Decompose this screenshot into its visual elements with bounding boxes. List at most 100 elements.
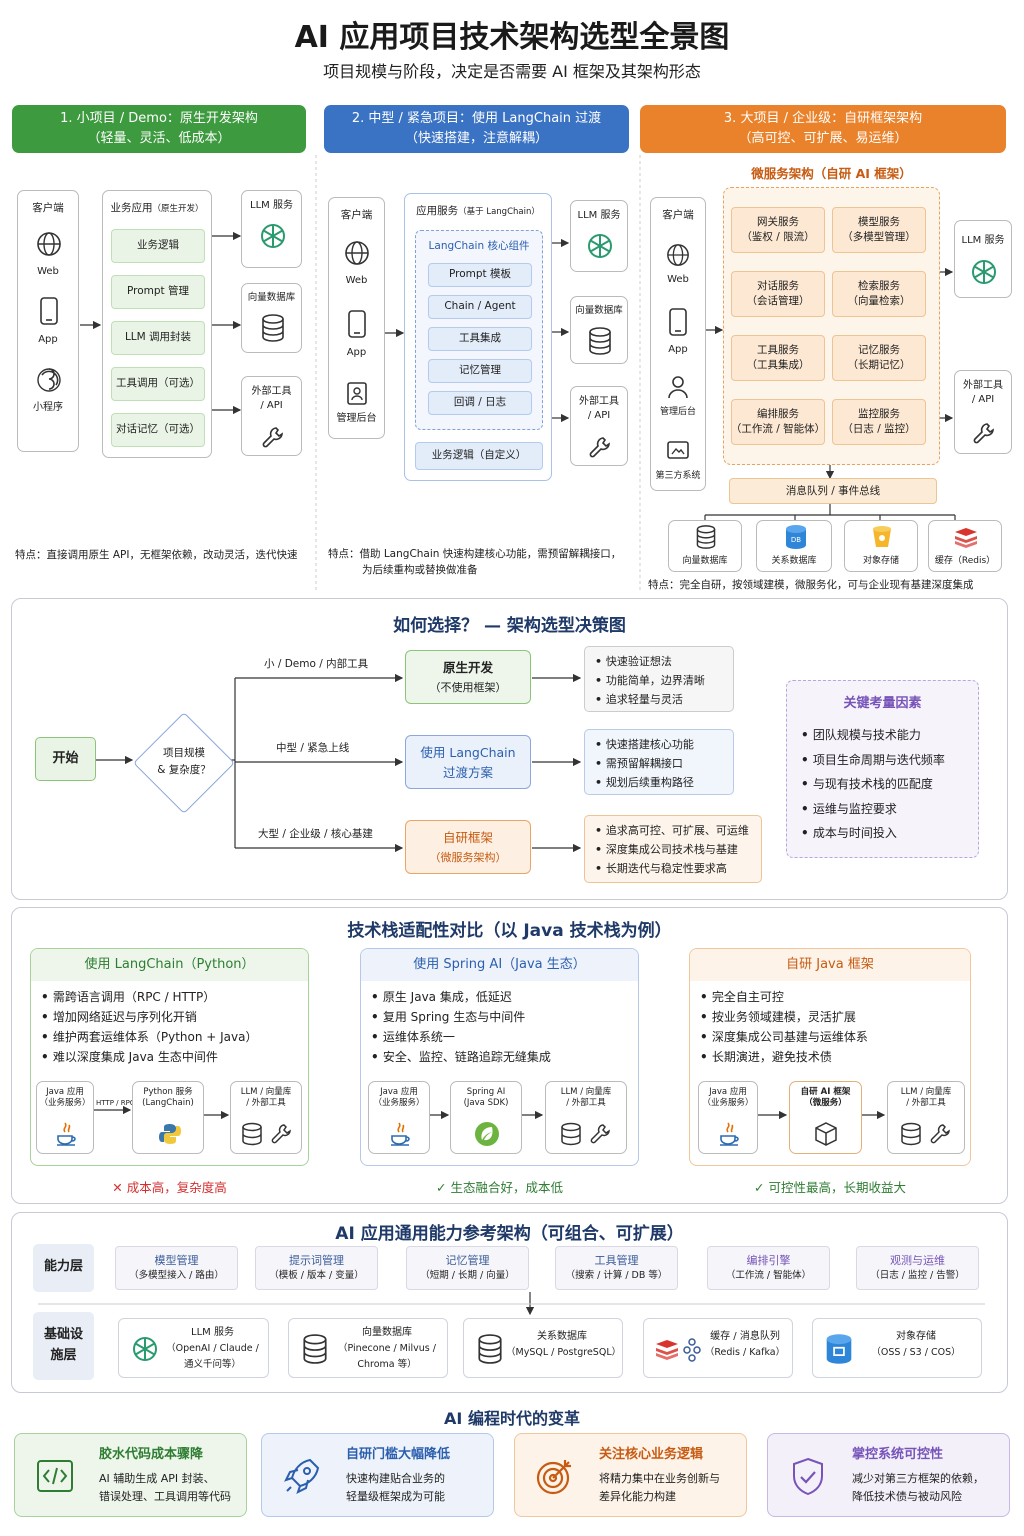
infra-layer: 基础设施层 [33,1312,94,1380]
infra-sub: （OSS / S3 / COS） [871,1347,961,1358]
app-label: App [668,344,688,355]
web-label: Web [345,275,368,286]
cube-icon [811,1119,841,1149]
web-label: Web [667,274,689,285]
node-llm-tools: LLM / 向量库/ 外部工具 [545,1081,627,1154]
database-icon [585,325,615,357]
point: 快速搭建核心功能 [595,735,694,754]
phone-icon [342,308,372,340]
col2-ext-box: 外部工具/ API [570,386,628,466]
vdb-label: 向量数据库 [247,292,296,303]
micro-service: 监控服务（日志 / 监控） [832,399,926,445]
shield-check-icon [786,1454,830,1498]
col2-vdb-box: 向量数据库 [570,296,628,364]
store-label: 关系数据库 [771,556,817,566]
infra-item: 对象存储 （OSS / S3 / COS） [812,1318,982,1378]
stack-card-title: 使用 Spring AI（Java 生态） [361,949,638,981]
decision-title: 如何选择？ — 架构选型决策图 [393,616,626,636]
point: 维护两套运维体系（Python + Java） [41,1027,258,1047]
point: 规划后续重构路径 [595,773,694,792]
redis-kafka-icon [652,1332,704,1366]
page-subtitle: 项目规模与阶段，决定是否需要 AI 框架及其架构形态 [323,62,701,81]
database-icon [691,524,721,550]
third-party-icon [663,436,693,464]
infra-sub: （Redis / Kafka） [704,1347,786,1358]
factor: 成本与时间投入 [801,821,945,846]
object-storage-icon [821,1332,857,1366]
verdict-selfbuilt: ✓ 可控性最高，长期收益大 [754,1180,906,1195]
ext-label: 外部工具/ API [963,380,1003,405]
start-node: 开始 [35,737,96,781]
point: 运维体系统一 [371,1027,551,1047]
col3-header: 3. 大项目 / 企业级：自研框架架构（高可控、可扩展、易运维） [640,105,1006,153]
infra-sub: （OpenAI / Claude / [166,1343,259,1354]
era-card-desc: AI 辅助生成 API 封装、错误处理、工具调用等代码 [99,1472,231,1503]
decision-question: 项目规模& 复杂度？ [157,747,211,776]
mq-bar: 消息队列 / 事件总线 [729,478,937,504]
globe-icon [663,240,693,270]
web-label: Web [37,266,59,277]
col3-note: 特点：完全自研，按领域建模，微服务化，可与企业现有基建深度集成 [648,579,974,591]
branch-small: 小 / Demo / 内部工具 [264,658,369,670]
verdict-langchain: ✕ 成本高，复杂度高 [112,1180,227,1195]
globe-icon [342,238,372,268]
app-label: App [346,347,367,358]
col2-note: 特点：借助 LangChain 快速构建核心功能，需预留解耦接口，为后续重构或替… [328,548,622,576]
col2-item: Prompt 模板 [428,263,532,287]
target-icon [533,1454,577,1498]
col1-vdb-box: 向量数据库 [241,283,302,353]
point: 长期迭代与稳定性要求高 [595,859,749,878]
core-label: LangChain 核心组件 [428,240,530,252]
infra-title: 关系数据库 [537,1331,587,1342]
col1-llm-box: LLM 服务 [241,190,302,268]
point: 深度集成公司基建与运维体系 [700,1027,868,1047]
client-label: 客户端 [32,202,64,214]
node-llm-tools: LLM / 向量库/ 外部工具 [230,1081,302,1154]
admin-label: 管理后台 [336,413,377,424]
col2-item: 记忆管理 [428,359,532,383]
point: 需跨语言调用（RPC / HTTP） [41,987,258,1007]
col1-item: Prompt 管理 [111,275,205,309]
col1-biz-box: 业务应用（原生开发） 业务逻辑 Prompt 管理 LLM 调用封装 工具调用（… [102,190,212,458]
capability-item: 提示词管理（模板 / 版本 / 变量） [255,1246,378,1290]
micro-title: 微服务架构（自研 AI 框架） [751,166,912,181]
db-cylinder-icon: DB [781,524,811,550]
point: 增加网络延迟与序列化开销 [41,1007,258,1027]
infra-title: 对象存储 [896,1331,936,1342]
database-icon [297,1332,333,1366]
infra-title: 缓存 / 消息队列 [710,1331,780,1342]
stack-selfbuilt: 自研 Java 框架 完全自主可控按业务领域建模，灵活扩展深度集成公司基建与运维… [689,948,971,1166]
client-label: 客户端 [340,209,373,221]
stack-card-title: 使用 LangChain（Python） [31,949,308,981]
miniprogram-icon [34,365,64,395]
miniprogram-label: 小程序 [33,402,63,413]
svc-title: 应用服务（基于 LangChain） [416,205,540,217]
col2-svc-box: 应用服务（基于 LangChain） LangChain 核心组件 Prompt… [404,193,552,481]
col2-client-box: 客户端 Web App 管理后台 [328,197,385,439]
vdb-label: 向量数据库 [575,305,623,316]
point: 安全、监控、链路追踪无缝集成 [371,1047,551,1067]
llm-label: LLM 服务 [961,235,1005,246]
stack-title: 技术栈适配性对比（以 Java 技术栈为例） [347,921,672,941]
infra-item: 关系数据库 （MySQL / PostgreSQL） [463,1318,623,1378]
point: 深度集成公司技术栈与基建 [595,840,749,859]
era-card-desc: 将精力集中在业务创新与差异化能力构建 [599,1472,720,1503]
point: 难以深度集成 Java 生态中间件 [41,1047,258,1067]
col1-item: 业务逻辑 [111,229,205,263]
spring-icon [472,1119,502,1149]
java-icon [714,1119,744,1149]
redis-icon [951,524,981,550]
biz-title: 业务应用（原生开发） [110,202,204,214]
app-label: App [38,334,58,345]
col2-item: 工具集成 [428,327,532,351]
store-cache: 缓存（Redis） [928,520,1002,572]
node-self-framework: 自研 AI 框架（微服务） [789,1081,862,1154]
python-icon [155,1119,185,1149]
store-obj: 对象存储 [844,520,918,572]
http-rpc-label: HTTP / RPC [96,1099,135,1107]
third-party-label: 第三方系统 [655,471,701,481]
micro-service: 检索服务（向量检索） [832,271,926,317]
micro-service: 记忆服务（长期记忆） [832,335,926,381]
infra-item: LLM 服务 （OpenAI / Claude / 通义千问等） [118,1318,269,1378]
